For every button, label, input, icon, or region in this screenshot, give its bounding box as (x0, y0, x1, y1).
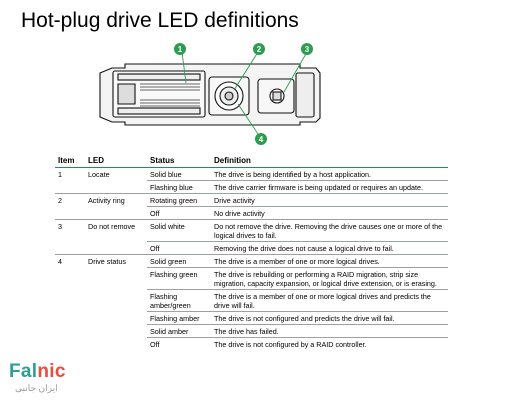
cell-led: Drive status (85, 254, 147, 268)
cell-item (55, 338, 85, 351)
table-header-row: Item LED Status Definition (55, 155, 448, 168)
cell-definition: The drive carrier firmware is being upda… (211, 180, 448, 194)
cell-led (85, 181, 147, 194)
cell-status: Flashing amber/green (147, 289, 211, 312)
cell-item (55, 242, 85, 255)
cell-status: Solid green (147, 254, 211, 268)
header-status: Status (147, 155, 211, 168)
cell-led (85, 290, 147, 312)
cell-led (85, 312, 147, 325)
cell-led: Locate (85, 167, 147, 181)
cell-item (55, 181, 85, 194)
cell-led (85, 268, 147, 290)
cell-definition: Removing the drive does not cause a logi… (211, 241, 448, 255)
cell-item: 3 (55, 219, 85, 242)
cell-definition: The drive is not configured and predicts… (211, 311, 448, 325)
cell-item (55, 268, 85, 290)
cell-definition: The drive has failed. (211, 324, 448, 338)
logo-wordmark: Falnic (9, 361, 66, 382)
cell-item: 4 (55, 254, 85, 268)
header-led: LED (85, 155, 147, 168)
cell-status: Solid white (147, 219, 211, 242)
cell-definition: Do not remove the drive. Removing the dr… (211, 219, 448, 242)
cell-led (85, 242, 147, 255)
cell-led: Do not remove (85, 219, 147, 242)
svg-text:2: 2 (257, 45, 262, 54)
cell-status: Off (147, 241, 211, 255)
cell-item: 1 (55, 167, 85, 181)
callout-1: 1 (174, 43, 186, 55)
cell-status: Off (147, 337, 211, 350)
cell-status: Flashing green (147, 267, 211, 290)
header-item: Item (55, 155, 85, 168)
cell-status: Rotating green (147, 193, 211, 207)
cell-definition: No drive activity (211, 206, 448, 220)
page-title: Hot-plug drive LED definitions (21, 9, 299, 32)
cell-led: Activity ring (85, 193, 147, 207)
cell-item (55, 207, 85, 220)
callout-3: 3 (301, 43, 313, 55)
svg-text:4: 4 (259, 135, 264, 144)
cell-definition: The drive is rebuilding or performing a … (211, 267, 448, 290)
cell-status: Solid blue (147, 167, 211, 181)
falnic-watermark-logo: Falnic ایران جانبی (9, 361, 99, 397)
svg-text:3: 3 (305, 45, 310, 54)
header-definition: Definition (211, 155, 448, 168)
cell-led (85, 207, 147, 220)
cell-status: Off (147, 206, 211, 220)
cell-item (55, 290, 85, 312)
cell-item (55, 325, 85, 338)
svg-text:1: 1 (178, 45, 183, 54)
drive-carrier-illustration (99, 63, 321, 126)
logo-subtitle: ایران جانبی (15, 383, 58, 393)
cell-item: 2 (55, 193, 85, 207)
cell-definition: The drive is being identified by a host … (211, 167, 448, 181)
drive-diagram: 1 2 3 4 (99, 43, 321, 145)
cell-status: Solid amber (147, 324, 211, 338)
callout-2: 2 (253, 43, 265, 55)
cell-status: Flashing amber (147, 311, 211, 325)
cell-led (85, 325, 147, 338)
cell-definition: The drive is not configured by a RAID co… (211, 337, 448, 350)
cell-status: Flashing blue (147, 180, 211, 194)
cell-led (85, 338, 147, 351)
cell-definition: The drive is a member of one or more log… (211, 254, 448, 268)
cell-definition: Drive activity (211, 193, 448, 207)
cell-item (55, 312, 85, 325)
callout-4: 4 (255, 133, 267, 145)
cell-definition: The drive is a member of one or more log… (211, 289, 448, 312)
